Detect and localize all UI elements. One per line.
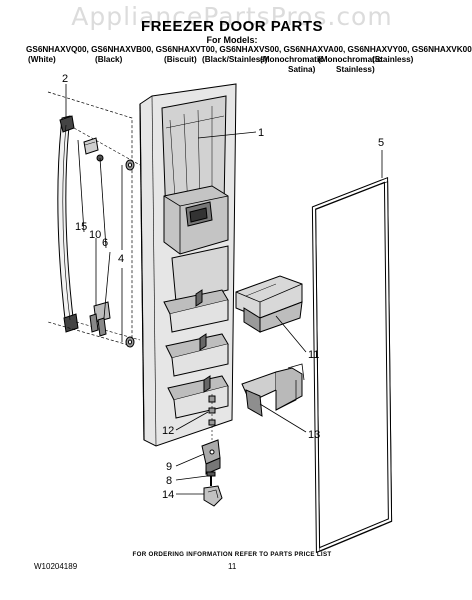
callout-9: 9 (166, 461, 172, 473)
handle-dashed-outline (47, 91, 133, 347)
handle-mount-top (83, 137, 104, 162)
page-number: 11 (228, 562, 237, 571)
model-numbers: GS6NHAXVQ00, GS6NHAXVB00, GS6NHAXVT00, G… (26, 45, 472, 54)
lower-hinge-bracket (201, 439, 221, 475)
hinge-screw (206, 471, 216, 486)
freezer-door-assembly (139, 83, 237, 447)
variant-biscuit: (Biscuit) (164, 55, 197, 64)
callout-11: 11 (308, 349, 319, 361)
callout-8: 8 (166, 475, 172, 487)
leader-lines (65, 84, 383, 495)
hinge-cap (203, 485, 223, 507)
variant-monochromatic-satina: (Monochromatic (260, 55, 324, 64)
dispenser-bracket (241, 363, 305, 417)
door-bin (235, 275, 303, 333)
callout-4: 4 (118, 253, 124, 265)
page-title: FREEZER DOOR PARTS (140, 18, 324, 35)
callout-12: 12 (162, 425, 174, 437)
for-models-label: For Models: (206, 35, 258, 45)
callout-10: 10 (89, 229, 101, 241)
variant-stainless-cont: Stainless) (336, 65, 375, 74)
ordering-note: FOR ORDERING INFORMATION REFER TO PARTS … (132, 551, 332, 558)
lower-hinge-screws (208, 394, 216, 440)
variant-satina-cont: Satina) (288, 65, 316, 74)
callout-2: 2 (62, 73, 68, 85)
handle-mount-bottom (89, 301, 111, 337)
callout-15: 15 (75, 221, 87, 233)
variant-black: (Black) (95, 55, 123, 64)
callout-14: 14 (162, 489, 174, 501)
watermark: AppliancePartsPros.com (71, 2, 393, 31)
variant-monochromatic-stainless: (Monochromatic (318, 55, 382, 64)
variant-black-stainless: (Black/Stainless) (202, 55, 268, 64)
callout-5: 5 (378, 137, 384, 149)
callout-6: 6 (102, 237, 108, 249)
document-number: W10204189 (34, 562, 78, 571)
callout-1: 1 (258, 127, 264, 139)
variant-white: (White) (28, 55, 56, 64)
callout-13: 13 (308, 429, 320, 441)
variant-stainless: (Stainless) (372, 55, 414, 64)
door-handle (57, 115, 79, 333)
door-gasket (311, 176, 393, 554)
